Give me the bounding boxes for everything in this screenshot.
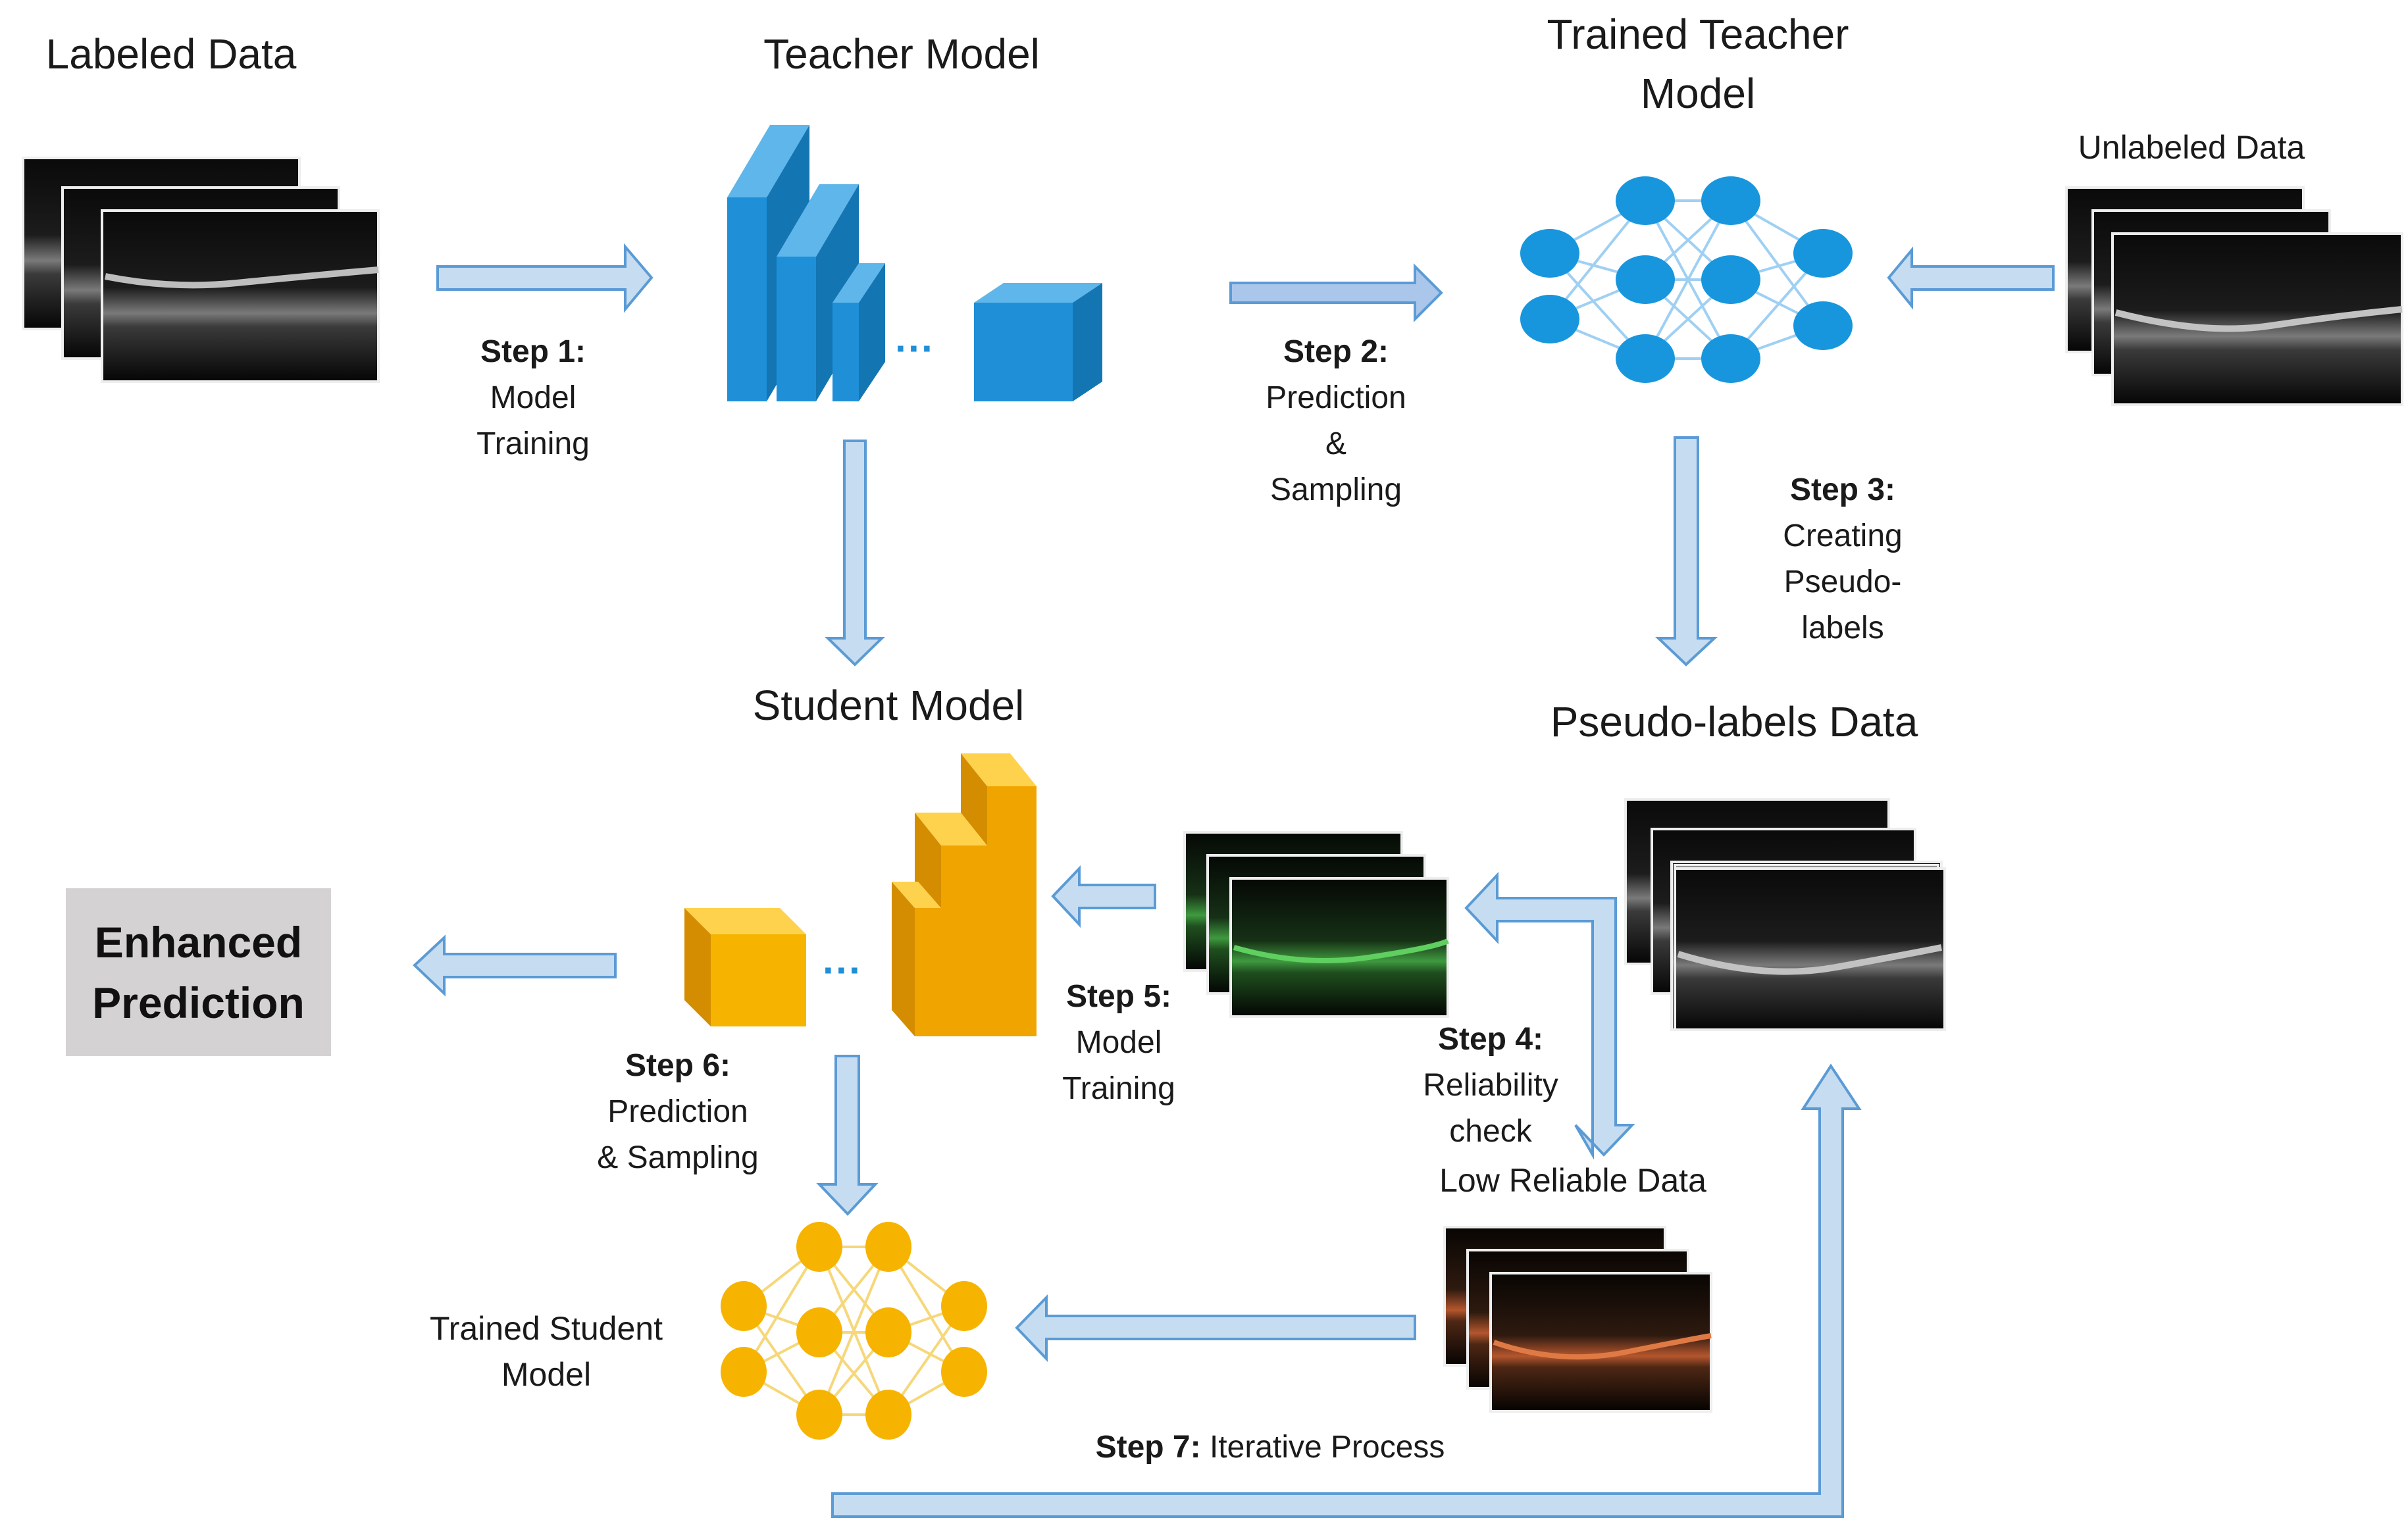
labeled-data-image-stack — [22, 157, 380, 383]
step4-block: Step 4: Reliability check — [1408, 1017, 1573, 1155]
step1-line1: Model — [490, 380, 576, 415]
trained-student-label-line2: Model — [501, 1356, 592, 1393]
step6-line2: & Sampling — [597, 1140, 759, 1175]
trained-student-label-line1: Trained Student — [430, 1310, 663, 1347]
step3-title: Step 3: — [1789, 472, 1896, 507]
arrow-step7-iterative — [831, 1063, 1862, 1518]
arrow-step1 — [436, 243, 653, 313]
step5-title: Step 5: — [1065, 979, 1172, 1014]
step3-block: Step 3: Creating Pseudo- labels — [1764, 467, 1922, 651]
step3-line1: Creating — [1783, 518, 1903, 553]
low-reliable-orange-image-stack — [1443, 1226, 1712, 1413]
step6-block: Step 6: Prediction & Sampling — [579, 1043, 777, 1181]
step7-title: Step 7: — [1095, 1430, 1201, 1465]
teacher-ellipsis: ··· — [895, 326, 935, 370]
teacher-model-cnn-icon — [727, 125, 1102, 401]
enhanced-prediction-line2: Prediction — [92, 978, 305, 1027]
arrow-low-reliable-to-trained-student — [1015, 1294, 1416, 1362]
labeled-data-label: Labeled Data — [45, 30, 297, 78]
pseudo-labels-data-image-stack — [1624, 798, 1946, 1031]
arrow-step2 — [1229, 263, 1443, 322]
enhanced-prediction-box: Enhanced Prediction — [66, 888, 331, 1056]
arrow-step5 — [1051, 865, 1156, 928]
step5-line2: Training — [1062, 1071, 1175, 1106]
step2-title: Step 2: — [1283, 334, 1389, 369]
low-reliable-data-label: Low Reliable Data — [1439, 1162, 1706, 1199]
step6-line1: Prediction — [607, 1094, 748, 1129]
step6-title: Step 6: — [625, 1048, 731, 1083]
trained-teacher-label-line1: Trained Teacher — [1547, 11, 1849, 58]
trained-student-network-icon — [721, 1222, 987, 1440]
step7-text: Iterative Process — [1200, 1430, 1445, 1465]
step4-line2: check — [1449, 1114, 1532, 1149]
unlabeled-data-label: Unlabeled Data — [2078, 129, 2305, 166]
pseudo-labels-data-label: Pseudo-labels Data — [1550, 698, 1918, 745]
step4-line1: Reliability — [1423, 1068, 1558, 1103]
unlabeled-data-image-stack — [2065, 186, 2403, 406]
step2-block: Step 2: Prediction & Sampling — [1250, 329, 1422, 513]
step5-block: Step 5: Model Training — [1033, 974, 1204, 1112]
reliable-green-image-stack — [1183, 831, 1449, 1018]
step1-block: Step 1: Model Training — [454, 329, 612, 467]
trained-teacher-network-icon — [1520, 176, 1853, 383]
arrow-step4-reliability — [1464, 871, 1635, 1160]
arrow-step3 — [1655, 436, 1718, 667]
student-model-label: Student Model — [752, 682, 1025, 729]
step2-line3: Sampling — [1269, 472, 1402, 507]
step2-line1: Prediction — [1266, 380, 1406, 415]
step1-title: Step 1: — [480, 334, 586, 369]
step4-title: Step 4: — [1437, 1022, 1544, 1057]
arrow-student-to-trained-student — [816, 1055, 879, 1216]
step3-line3: labels — [1801, 611, 1884, 645]
trained-teacher-label-line2: Model — [1640, 70, 1756, 117]
arrow-unlabeled-to-teacher — [1887, 246, 2055, 310]
teacher-model-label: Teacher Model — [763, 30, 1040, 78]
enhanced-prediction-line1: Enhanced — [94, 917, 303, 967]
arrow-teacher-to-student — [825, 440, 885, 667]
step3-line2: Pseudo- — [1783, 565, 1902, 599]
student-model-cnn-icon — [684, 753, 1037, 1036]
arrow-step6-enhanced — [413, 934, 617, 997]
step7-block: Step 7: Iterative Process — [1086, 1425, 1454, 1471]
student-ellipsis: ··· — [823, 948, 862, 992]
step5-line1: Model — [1075, 1025, 1162, 1060]
step1-line2: Training — [476, 426, 590, 461]
step2-line2: & — [1325, 426, 1346, 461]
